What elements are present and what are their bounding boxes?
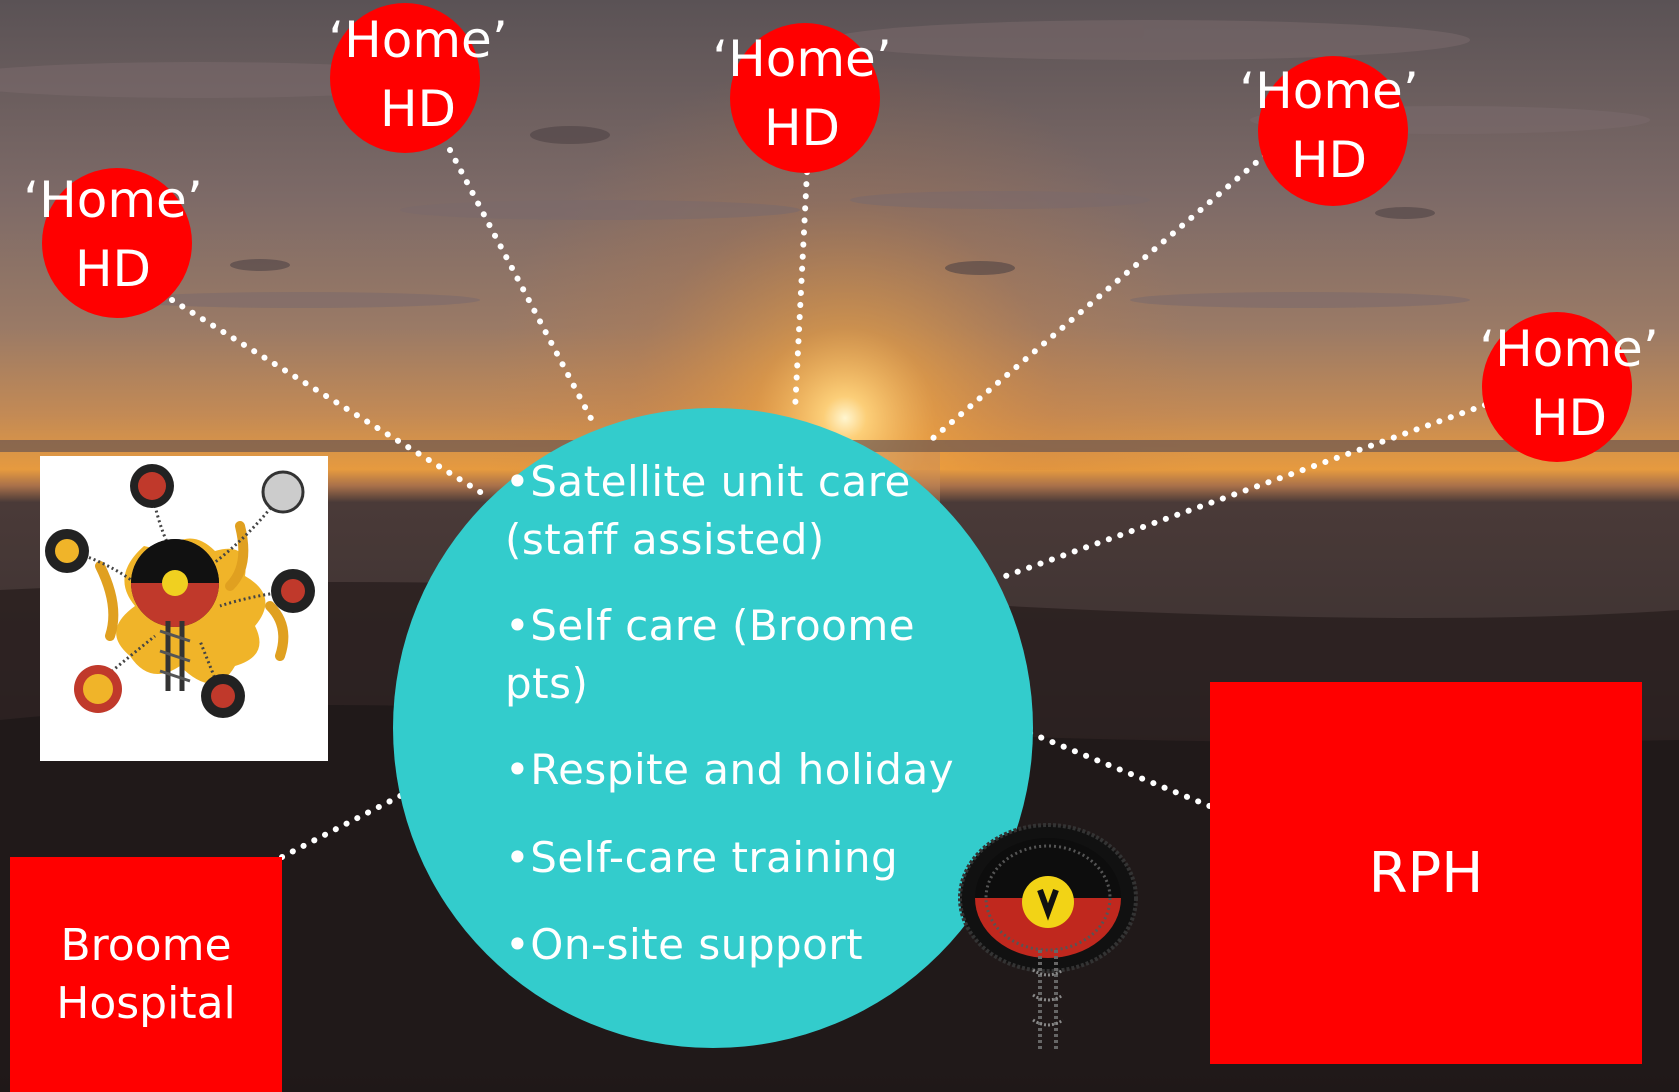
- home-node-1-title: ‘Home’: [23, 171, 203, 229]
- home-node-5-title: ‘Home’: [1479, 320, 1659, 378]
- home-node-2: [330, 3, 480, 153]
- home-node-3-title: ‘Home’: [712, 30, 892, 88]
- hub-service-item: •Self-care training: [505, 833, 899, 882]
- home-node-4-subtitle: HD: [1290, 131, 1368, 189]
- home-node-5: [1482, 312, 1632, 462]
- satellite-unit-hub: [393, 408, 1033, 1048]
- connector-broome-hospital: [279, 792, 405, 860]
- hub-services-list: •Satellite unit care (staff assisted) •S…: [505, 453, 975, 1002]
- broome-hospital-line1: Broome: [60, 920, 232, 971]
- home-node-3-label: ‘Home’ HD: [692, 25, 912, 163]
- home-node-2-subtitle: HD: [379, 80, 457, 138]
- home-node-4-label: ‘Home’ HD: [1219, 57, 1439, 195]
- logo-card: [40, 456, 328, 761]
- connector-home-2: [447, 147, 599, 431]
- hub-service-item: •Self care (Broome pts): [505, 601, 916, 708]
- connector-home-3: [792, 169, 810, 413]
- connector-rph: [1027, 730, 1215, 810]
- home-node-1: [42, 168, 192, 318]
- connector-home-4: [922, 152, 1268, 448]
- home-node-2-label: ‘Home’ HD: [308, 6, 528, 144]
- broome-hospital-node: Broome Hospital: [10, 857, 282, 1092]
- home-node-4: [1258, 56, 1408, 206]
- hub-service-item: •Respite and holiday: [505, 745, 955, 794]
- home-node-1-subtitle: HD: [74, 240, 152, 298]
- home-node-2-title: ‘Home’: [328, 11, 508, 69]
- home-node-5-subtitle: HD: [1530, 389, 1608, 447]
- home-node-4-title: ‘Home’: [1239, 62, 1419, 120]
- hub-service-item: •Satellite unit care (staff assisted): [505, 457, 911, 564]
- hub-service-item: •On-site support: [505, 920, 864, 969]
- kidney-emblem-icon: [958, 823, 1138, 1052]
- home-node-1-label: ‘Home’ HD: [3, 166, 223, 304]
- rph-label: RPH: [1368, 840, 1484, 906]
- kidney-network-logo-icon: [45, 464, 315, 718]
- connector-home-1: [169, 297, 488, 498]
- home-node-3: [730, 23, 880, 173]
- home-node-3-subtitle: HD: [763, 99, 841, 157]
- connector-home-5: [997, 402, 1488, 581]
- rph-node: RPH: [1210, 682, 1642, 1064]
- home-node-5-label: ‘Home’ HD: [1459, 315, 1679, 453]
- broome-hospital-line2: Hospital: [56, 978, 236, 1029]
